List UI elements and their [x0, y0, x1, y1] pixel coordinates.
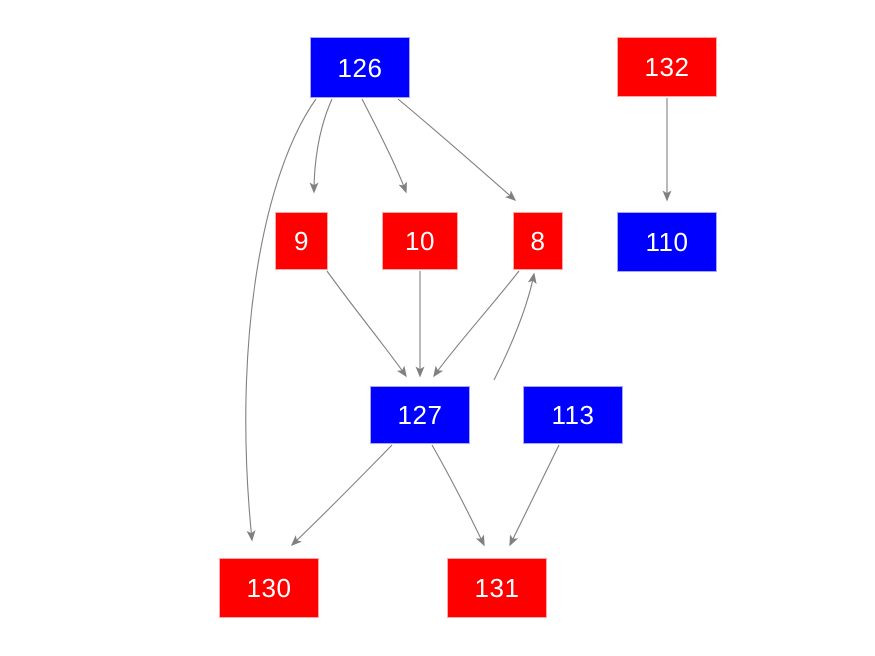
graph-edge-126-to-9: [309, 98, 333, 194]
graph-node-label-9: 9: [294, 226, 309, 256]
graph-node-label-110: 110: [645, 227, 689, 257]
graph-node-8[interactable]: 8: [513, 212, 563, 270]
graph-edge-113-to-131: [509, 444, 560, 547]
graph-node-10[interactable]: 10: [382, 212, 458, 270]
graph-node-131[interactable]: 131: [447, 558, 547, 618]
graph-node-label-127: 127: [397, 400, 443, 430]
graph-edge-127-to-131: [431, 444, 485, 547]
graph-node-130[interactable]: 130: [219, 558, 319, 618]
graph-node-label-113: 113: [551, 400, 595, 430]
graph-edge-8-to-127: [433, 270, 520, 378]
graph-node-132[interactable]: 132: [617, 37, 717, 97]
graph-node-126[interactable]: 126: [310, 37, 410, 98]
graph-edge-127-to-8: [493, 272, 537, 381]
graph-node-label-131: 131: [474, 573, 520, 603]
edges-group: [245, 98, 672, 547]
graph-node-label-130: 130: [246, 573, 292, 603]
graph-node-110[interactable]: 110: [617, 212, 717, 272]
graph-edge-126-to-8: [397, 98, 517, 201]
graph-node-127[interactable]: 127: [370, 386, 470, 444]
graph-node-9[interactable]: 9: [275, 212, 328, 270]
graph-node-113[interactable]: 113: [523, 386, 623, 444]
graph-node-label-126: 126: [337, 52, 383, 83]
graph-node-label-132: 132: [644, 52, 690, 82]
graph-edge-126-to-10: [361, 98, 407, 194]
graph-node-label-10: 10: [405, 226, 435, 256]
graph-edge-9-to-127: [326, 270, 407, 378]
graph-edge-126-to-130: [245, 98, 317, 542]
graph-node-label-8: 8: [530, 226, 546, 256]
graph-edge-127-to-130: [290, 444, 393, 547]
